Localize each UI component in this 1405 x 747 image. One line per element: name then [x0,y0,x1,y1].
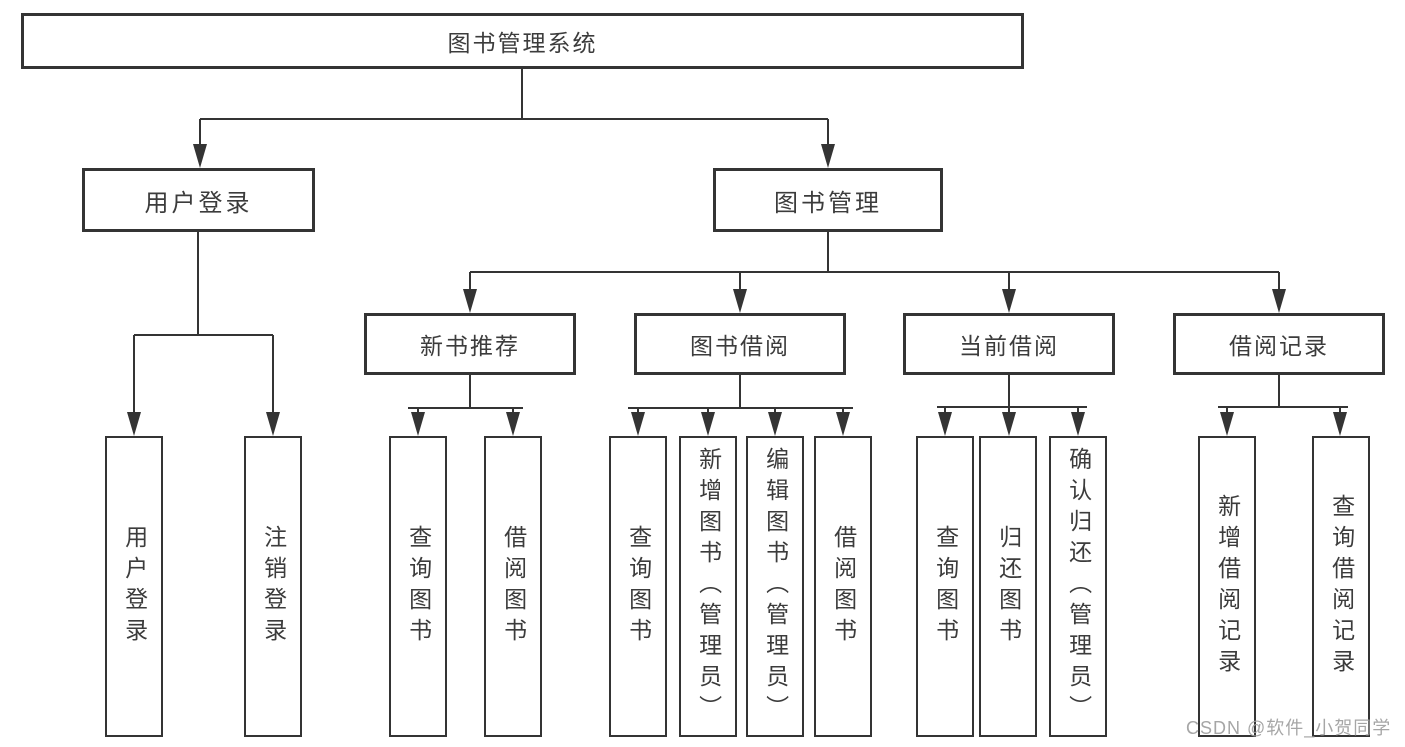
section-current-borrowing: 当前借阅 [903,313,1115,375]
leaf-return-book-label: 归还图书 [995,524,1022,649]
leaf-confirm-return-admin: 确认归还（管理员） [1049,436,1107,737]
leaf-user-login-label: 用户登录 [121,524,148,649]
leaf-query-book-recommend-label: 查询图书 [405,524,432,649]
leaf-borrow-book-recommend-label: 借阅图书 [500,524,527,649]
leaf-query-book-borrowing: 查询图书 [609,436,667,737]
section-new-book-recommendation: 新书推荐 [364,313,576,375]
leaf-query-book-recommend: 查询图书 [389,436,447,737]
leaf-add-borrow-record: 新增借阅记录 [1198,436,1256,737]
leaf-logout-label: 注销登录 [260,524,287,649]
leaf-query-book-current: 查询图书 [916,436,974,737]
leaf-add-borrow-record-label: 新增借阅记录 [1214,493,1241,680]
node-user-login: 用户登录 [82,168,315,232]
leaf-borrow-book-borrowing-label: 借阅图书 [830,524,857,649]
leaf-query-borrow-record: 查询借阅记录 [1312,436,1370,737]
leaf-query-book-current-label: 查询图书 [932,524,959,649]
leaf-add-book-admin-label: 新增图书（管理员） [695,447,722,726]
leaf-query-borrow-record-label: 查询借阅记录 [1328,493,1355,680]
section-borrowing-records: 借阅记录 [1173,313,1385,375]
leaf-borrow-book-recommend: 借阅图书 [484,436,542,737]
leaf-user-login: 用户登录 [105,436,163,737]
leaf-edit-book-admin: 编辑图书（管理员） [746,436,804,737]
node-book-management-label: 图书管理 [774,189,882,217]
node-book-management: 图书管理 [713,168,943,232]
leaf-query-book-borrowing-label: 查询图书 [625,524,652,649]
section-borrowing-records-label: 借阅记录 [1229,333,1329,359]
section-book-borrowing: 图书借阅 [634,313,846,375]
arrowheads [127,144,1347,436]
node-library-management-system: 图书管理系统 [21,13,1024,69]
section-book-borrowing-label: 图书借阅 [690,333,790,359]
leaf-logout: 注销登录 [244,436,302,737]
leaf-borrow-book-borrowing: 借阅图书 [814,436,872,737]
leaf-edit-book-admin-label: 编辑图书（管理员） [762,447,789,726]
leaf-confirm-return-admin-label: 确认归还（管理员） [1065,447,1092,726]
node-library-management-system-label: 图书管理系统 [447,30,598,56]
node-user-login-label: 用户登录 [144,189,253,217]
leaf-add-book-admin: 新增图书（管理员） [679,436,737,737]
section-new-book-recommendation-label: 新书推荐 [420,333,520,359]
section-current-borrowing-label: 当前借阅 [959,333,1059,359]
leaf-return-book: 归还图书 [979,436,1037,737]
watermark: CSDN @软件_小贺同学 [1186,718,1392,738]
